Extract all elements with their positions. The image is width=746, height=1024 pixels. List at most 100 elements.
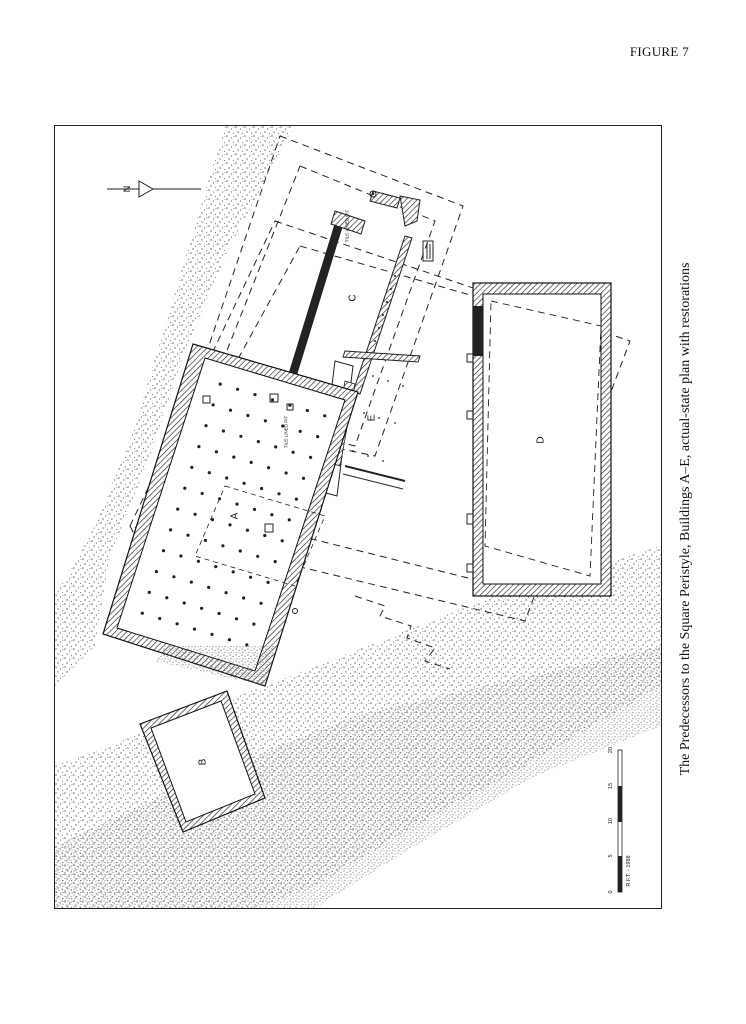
column-dot (263, 419, 267, 423)
column-dot (280, 539, 284, 543)
column-dot (323, 414, 327, 418)
column-dot (246, 413, 250, 418)
building-b (139, 690, 266, 833)
building-a-label: A (230, 512, 241, 519)
column-dot (266, 580, 270, 584)
column-dot (158, 616, 162, 621)
column-dot (227, 638, 231, 642)
column-dot (203, 538, 207, 543)
scale-bar: 0 5 10 15 20 R.F.T. - 1988 (608, 747, 632, 894)
column-dot (210, 632, 214, 636)
column-dot (298, 429, 302, 433)
column-dot (147, 590, 151, 594)
figure-caption: The Predecessors to the Square Peristyle… (678, 262, 693, 776)
column-dot (294, 497, 298, 501)
column-dot (193, 512, 197, 516)
column-dot (256, 554, 260, 558)
column-dot (172, 575, 176, 579)
column-dot (175, 622, 179, 626)
column-dot (256, 440, 260, 444)
column-dot (218, 497, 222, 501)
column-dot (218, 382, 222, 386)
column-dot (253, 393, 257, 397)
building-c-label: C (348, 294, 359, 301)
column-dot (183, 486, 187, 490)
column-dot (176, 507, 180, 511)
pit-annotations: TILE-LINED PIT TILE-LINED PIT (284, 210, 350, 449)
column-dot (245, 528, 249, 532)
column-dot (189, 580, 193, 584)
column-dot (242, 481, 246, 485)
column-dot (200, 491, 204, 496)
building-c-dotted-line (374, 275, 396, 342)
column-dot (197, 445, 201, 449)
building-a (102, 343, 359, 687)
column-dot (169, 528, 173, 532)
column-dot (267, 466, 271, 470)
column-dot (232, 455, 236, 459)
site-plan-frame: N A B C D E TILE-LINED PIT TILE-LINED PI… (54, 125, 662, 909)
north-arrow: N (107, 180, 201, 198)
column-dot (179, 554, 183, 558)
column-dot (238, 549, 242, 553)
building-labels: A B C D E (198, 294, 547, 765)
north-label: N (122, 186, 132, 193)
column-dot (291, 450, 295, 454)
column-dot (161, 549, 166, 553)
column-dot (277, 492, 281, 496)
column-dot (236, 387, 240, 391)
column-dot (309, 455, 313, 459)
column-dot (260, 486, 264, 491)
scale-tick-20: 20 (608, 747, 614, 753)
building-e (342, 375, 406, 490)
column-dot (239, 434, 243, 438)
scale-tick-5: 5 (608, 854, 614, 857)
column-dot (270, 513, 274, 517)
figure-label: FIGURE 7 (629, 44, 689, 59)
column-dot (154, 570, 158, 574)
column-dot (270, 398, 275, 402)
column-dot (305, 408, 309, 413)
column-dot (211, 403, 215, 407)
column-dot (242, 596, 246, 600)
scale-tick-15: 15 (608, 783, 614, 789)
tile-lined-pit-label-c: TILE-LINED PIT (345, 210, 350, 243)
column-dot (249, 575, 253, 579)
column-dot (281, 424, 285, 428)
column-dot (210, 518, 215, 522)
column-dot (204, 424, 208, 428)
column-dot (221, 429, 225, 433)
column-dot (249, 460, 253, 464)
column-dot (231, 570, 235, 574)
column-dot (252, 622, 256, 626)
column-dot (259, 601, 263, 605)
building-b-label: B (198, 758, 209, 765)
scale-credit: R.F.T. - 1988 (626, 855, 632, 886)
column-dot (207, 585, 211, 589)
column-dot (214, 565, 218, 569)
building-a-columns (140, 382, 327, 647)
column-dot (245, 643, 249, 647)
column-dot (190, 465, 194, 469)
column-dot (214, 450, 218, 454)
site-plan: N A B C D E TILE-LINED PIT TILE-LINED PI… (55, 126, 661, 908)
column-dot (186, 533, 190, 537)
column-dot (192, 627, 197, 631)
column-dot (316, 435, 320, 439)
column-dot (228, 523, 232, 527)
column-dot (235, 502, 239, 506)
building-d (466, 282, 612, 597)
column-dot (140, 611, 144, 615)
column-dot (165, 596, 169, 600)
column-dot (225, 476, 229, 480)
column-dot (207, 471, 211, 475)
building-c (285, 190, 434, 497)
column-dot (274, 445, 278, 449)
column-dot (228, 408, 233, 412)
column-dot (224, 591, 228, 595)
scale-tick-0: 0 (608, 890, 614, 893)
column-dot (252, 507, 257, 511)
column-dot (217, 611, 221, 616)
column-dot (287, 518, 291, 522)
building-e-label: E (367, 414, 378, 421)
